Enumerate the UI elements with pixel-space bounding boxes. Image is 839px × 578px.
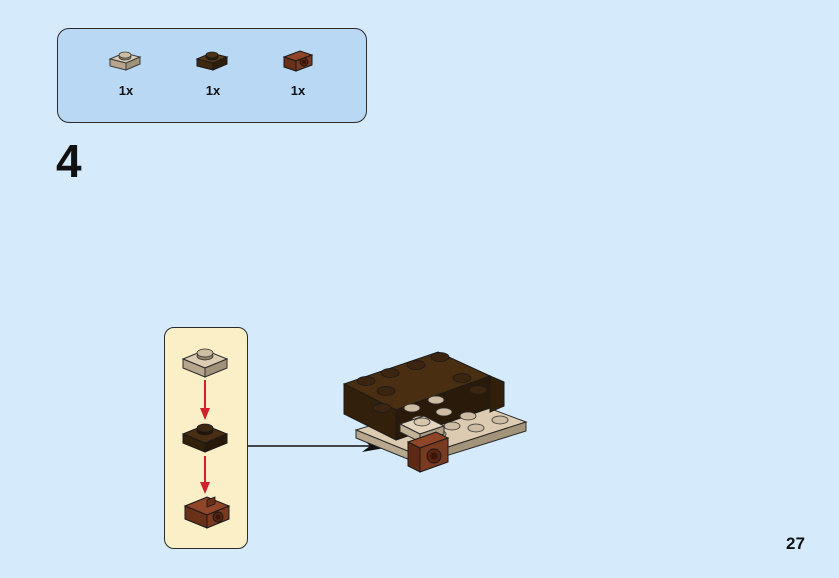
reddish-brown-1x1-bracket-icon xyxy=(282,50,314,72)
subassembly-diagram xyxy=(181,348,231,529)
red-arrow-icon xyxy=(200,456,210,494)
model-assembly-illustration xyxy=(342,351,528,473)
part-quantity: 1x xyxy=(205,83,221,98)
parts-item: 1x xyxy=(108,29,158,98)
step-number: 4 xyxy=(56,135,82,187)
page-number: 27 xyxy=(786,534,805,553)
reddish-brown-bracket-icon xyxy=(183,496,231,529)
parts-item: 1x xyxy=(280,29,330,98)
tan-plate-icon xyxy=(181,348,229,378)
tan-1x1-plate-icon xyxy=(108,51,142,71)
red-arrow-icon xyxy=(200,380,210,420)
parts-list-box: 1x 1x 1x xyxy=(57,28,367,123)
part-quantity: 1x xyxy=(290,83,306,98)
part-quantity: 1x xyxy=(118,83,134,98)
dark-brown-1x1-plate-icon xyxy=(195,51,229,71)
parts-item: 1x xyxy=(195,29,245,98)
dark-brown-plate-icon xyxy=(181,423,229,453)
subassembly-callout xyxy=(164,327,248,549)
